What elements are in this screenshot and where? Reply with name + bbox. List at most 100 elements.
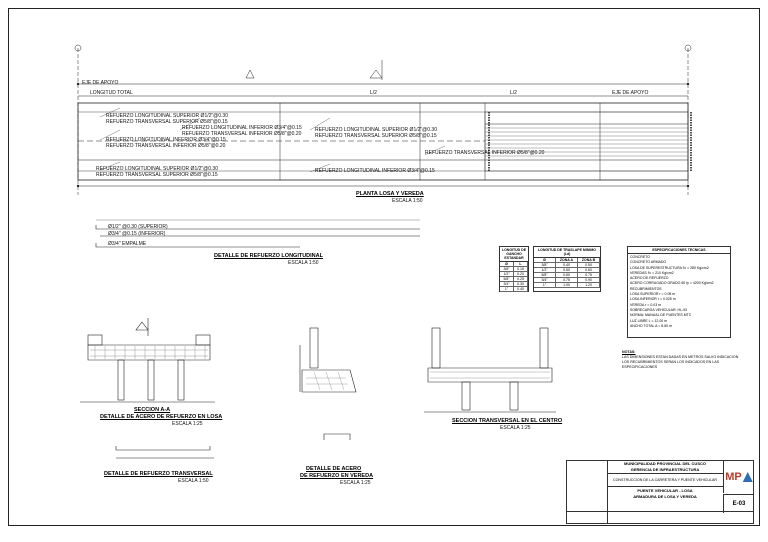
hook-table-row: 5/8"0.25: [500, 277, 528, 282]
spec-line: ANCHO TOTAL A = 8.60 m: [630, 323, 672, 328]
sec-trans-scale: ESCALA 1:25: [500, 425, 531, 431]
hook-table-cell: L: [514, 262, 528, 266]
lap-table-cell: 0.60: [578, 268, 600, 272]
hook-table-cell: 5/8": [500, 277, 514, 281]
spec-line: LUZ LIBRE L = 12.00 m: [630, 318, 668, 323]
dim-total-length: LONGITUD TOTAL: [90, 90, 133, 96]
hook-table-cell: 0.15: [514, 267, 528, 271]
hook-table-cell: 0.40: [514, 287, 528, 291]
sheet-number: E-03: [723, 494, 754, 513]
plan-callout-9: REFUERZO LONGITUDINAL SUPERIOR Ø1/2"@0.3…: [315, 127, 437, 133]
logo-text: MP: [725, 471, 742, 483]
hook-table-cell: 3/8": [500, 267, 514, 271]
long-bar-3: Ø3/4" EMPALME: [108, 241, 147, 247]
trans-detail-scale: ESCALA 1:50: [178, 478, 209, 484]
plan-callout-10: REFUERZO TRANSVERSAL SUPERIOR Ø5/8"@0.15: [315, 133, 437, 139]
hook-table-row: 1"0.40: [500, 287, 528, 292]
section-a-subtitle: DETALLE DE ACERO DE REFUERZO EN LOSA: [100, 414, 223, 420]
hook-table-row: 3/8"0.15: [500, 267, 528, 272]
lap-table-cell: 0.75: [556, 278, 578, 282]
lap-table-cell: ZONA B: [578, 258, 600, 262]
spec-line: VEREDA r = 0.03 m: [630, 302, 662, 307]
dim-half-length-2: L/2: [510, 90, 517, 96]
title-block-sheet-desc: PUENTE VEHICULAR - LOSA ARMADURA DE LOSA…: [607, 488, 723, 502]
acero-detail-scale: ESCALA 1:25: [340, 480, 371, 486]
sec-trans-title: SECCION TRANSVERSAL EN EL CENTRO: [452, 418, 563, 424]
lap-table-cell: 0.40: [556, 263, 578, 267]
org-line-1: MUNICIPALIDAD PROVINCIAL DEL CUSCO: [623, 461, 706, 466]
lap-table-cell: 3/8": [534, 263, 556, 267]
dim-half-length: L/2: [370, 90, 377, 96]
title-block-project: CONSTRUCCION DE LA CARRETERA Y PUENTE VE…: [607, 474, 723, 487]
spec-line: LOSA INFERIOR r = 0.025 m: [630, 297, 676, 302]
hook-table-cell: 0.30: [514, 282, 528, 286]
sheet-border: [8, 8, 760, 526]
lap-table-cell: 0.90: [578, 278, 600, 282]
spec-line: CONCRETO ARMADO: [630, 260, 667, 265]
hook-table-cell: 1/2": [500, 272, 514, 276]
long-bar-2: Ø3/4" @0.15 (INFERIOR): [108, 231, 166, 237]
section-a-title: SECCION A-A: [134, 407, 171, 413]
hook-table-cell: 0.25: [514, 277, 528, 281]
acero-detail-subtitle: DE REFUERZO EN VEREDA: [300, 473, 374, 479]
lap-table-cell: 1.00: [556, 283, 578, 287]
logo-mark-icon: [742, 472, 753, 482]
lap-table-cell: Ø: [534, 258, 556, 262]
spec-line: NORMA: MANUAL DE PUENTES MTC: [630, 313, 692, 318]
plan-callout-2: REFUERZO TRANSVERSAL SUPERIOR Ø5/8"@0.15: [106, 119, 228, 125]
plan-callout-4: REFUERZO TRANSVERSAL INFERIOR Ø5/8"@0.20: [106, 143, 226, 149]
lap-table-header: LONGITUD DE TRASLAPE MINIMO (Ld): [534, 247, 600, 258]
logo: MP: [723, 461, 754, 493]
spec-line: CONCRETO: [630, 255, 650, 259]
dim-support-axis: EJE DE APOYO: [612, 90, 649, 96]
hook-table-header: LONGITUD DE GANCHO ESTANDAR: [500, 248, 528, 262]
long-detail-title: DETALLE DE REFUERZO LONGITUDINAL: [214, 253, 323, 259]
plan-callout-6: REFUERZO TRANSVERSAL SUPERIOR Ø5/8"@0.15: [96, 172, 218, 178]
plan-callout-11: REFUERZO LONGITUDINAL INFERIOR Ø3/4"@0.1…: [315, 168, 435, 174]
title-block-org: MUNICIPALIDAD PROVINCIAL DEL CUSCO GEREN…: [607, 461, 723, 474]
specs-header: ESPECIFICACIONES TECNICAS: [628, 247, 730, 254]
spec-line: LOSA DE SUPERESTRUCTURA f'c = 280 Kg/cm2: [630, 265, 709, 270]
spec-line: RECUBRIMIENTOS: [630, 286, 662, 291]
hook-table-cell: 1": [500, 287, 514, 291]
note-2: LOS RECUBRIMIENTOS SERAN LOS INDICADOS E…: [622, 360, 719, 369]
lap-table-cell: 0.60: [556, 273, 578, 277]
lap-table-cell: 0.50: [578, 263, 600, 267]
plan-callout-7: REFUERZO LONGITUDINAL INFERIOR Ø3/4"@0.1…: [182, 125, 302, 131]
plan-scale: ESCALA 1:50: [392, 198, 423, 204]
lap-table-cell: 1/2": [534, 268, 556, 272]
sheet-sub: ARMADURA DE LOSA Y VEREDA: [633, 494, 697, 499]
lap-table-cell: 5/8": [534, 273, 556, 277]
hook-table-cell: 0.20: [514, 272, 528, 276]
lap-table-cell: 1": [534, 283, 556, 287]
plan-callout-1: REFUERZO LONGITUDINAL SUPERIOR Ø1/2"@0.3…: [106, 113, 228, 119]
note-1: LAS DIMENSIONES ESTAN DADAS EN METROS SA…: [622, 355, 739, 359]
hook-table-row: 1/2"0.20: [500, 272, 528, 277]
dim-support-axis-2: EJE DE APOYO: [82, 80, 119, 86]
trans-detail-title: DETALLE DE REFUERZO TRANSVERSAL: [104, 471, 213, 477]
plan-callout-12: REFUERZO TRANSVERSAL INFERIOR Ø5/8"@0.20: [425, 150, 545, 156]
lap-table-cell: 1.20: [578, 283, 600, 287]
hook-table-cell: Ø: [500, 262, 514, 266]
lap-table-cell: 0.50: [556, 268, 578, 272]
lap-table-cell: ZONA A: [556, 258, 578, 262]
notes-header: NOTAS:: [622, 350, 636, 354]
plan-callout-5: REFUERZO LONGITUDINAL SUPERIOR Ø1/2"@0.3…: [96, 166, 218, 172]
title-block-stamp: [567, 461, 608, 523]
long-detail-scale: ESCALA 1:50: [288, 260, 319, 266]
spec-line: LOSA SUPERIOR r = 0.05 m: [630, 292, 676, 297]
lap-table-cell: 3/4": [534, 278, 556, 282]
spec-line: ACERO DE REFUERZO: [630, 276, 669, 281]
